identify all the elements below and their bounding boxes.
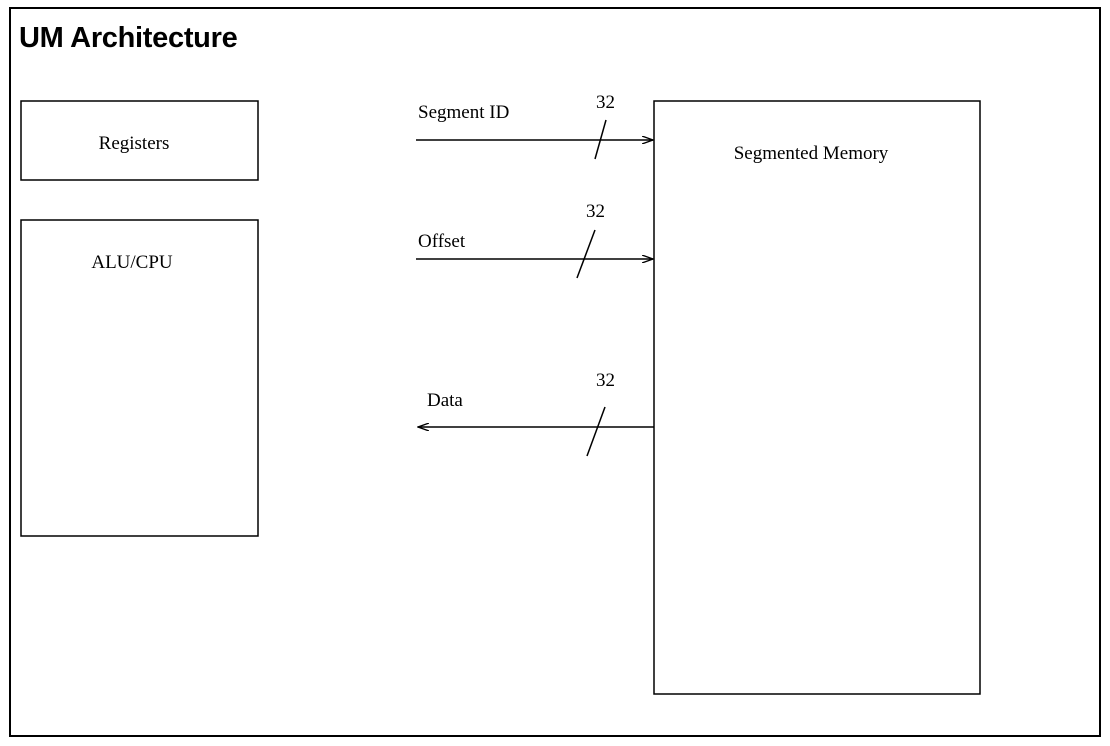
diagram-frame [9, 7, 1101, 737]
offset-label: Offset [418, 231, 466, 252]
segment-id-width: 32 [596, 92, 615, 113]
data-label: Data [427, 390, 463, 411]
alu-cpu-label: ALU/CPU [91, 252, 173, 273]
segment-id-label: Segment ID [418, 102, 509, 123]
segment-id-bus-slash [594, 119, 607, 160]
offset-width: 32 [586, 201, 605, 222]
segmented-memory-box [653, 100, 981, 695]
registers-box [20, 100, 259, 181]
offset-bus-slash [576, 229, 596, 279]
diagram-title: UM Architecture [19, 22, 238, 54]
segmented-memory-label: Segmented Memory [734, 143, 889, 164]
alu-cpu-box [20, 219, 259, 537]
data-bus-slash [586, 406, 606, 457]
data-width: 32 [596, 370, 615, 391]
registers-label: Registers [99, 133, 170, 154]
